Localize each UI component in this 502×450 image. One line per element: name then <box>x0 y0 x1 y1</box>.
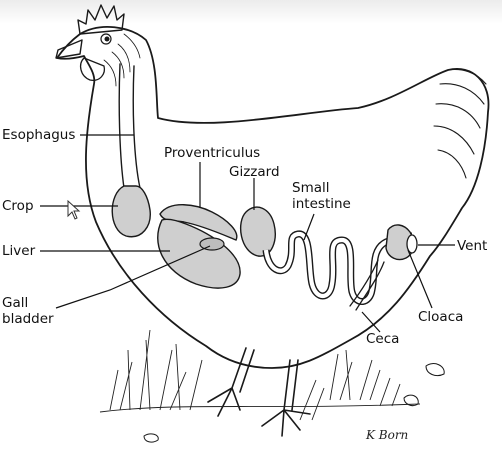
leaves <box>143 363 445 443</box>
wattle <box>79 57 106 81</box>
tail-feathers <box>433 68 487 179</box>
artist-signature: K Born <box>366 428 409 442</box>
ground-grass <box>99 329 421 421</box>
vent-organ <box>406 234 418 254</box>
liver-organ <box>157 218 241 289</box>
leader-lines <box>40 134 455 333</box>
comb <box>77 4 125 35</box>
label-gall-line1: Gall <box>2 295 29 311</box>
label-small-line1: Small <box>292 180 330 196</box>
label-cloaca: Cloaca <box>418 309 464 325</box>
label-gall-line2: bladder <box>2 311 54 327</box>
label-liver: Liver <box>2 243 36 259</box>
label-ceca: Ceca <box>366 331 400 347</box>
label-proventriculus: Proventriculus <box>164 145 261 161</box>
label-gizzard: Gizzard <box>229 164 280 180</box>
legs <box>207 347 311 437</box>
mouse-cursor-icon <box>67 199 81 220</box>
chicken-body-outline <box>56 26 490 369</box>
label-esophagus: Esophagus <box>2 127 76 143</box>
esophagus-tube <box>118 63 125 189</box>
top-shade-band <box>0 0 502 24</box>
beak <box>55 39 83 59</box>
ceca-organ <box>349 259 379 307</box>
crop-organ <box>111 185 151 238</box>
gizzard-organ <box>239 206 276 257</box>
label-small-line2: intestine <box>292 196 351 212</box>
neck-feathers <box>103 33 141 87</box>
gall-bladder-organ <box>199 237 225 251</box>
label-vent: Vent <box>457 238 488 254</box>
label-crop: Crop <box>2 198 34 214</box>
pupil <box>104 36 110 42</box>
